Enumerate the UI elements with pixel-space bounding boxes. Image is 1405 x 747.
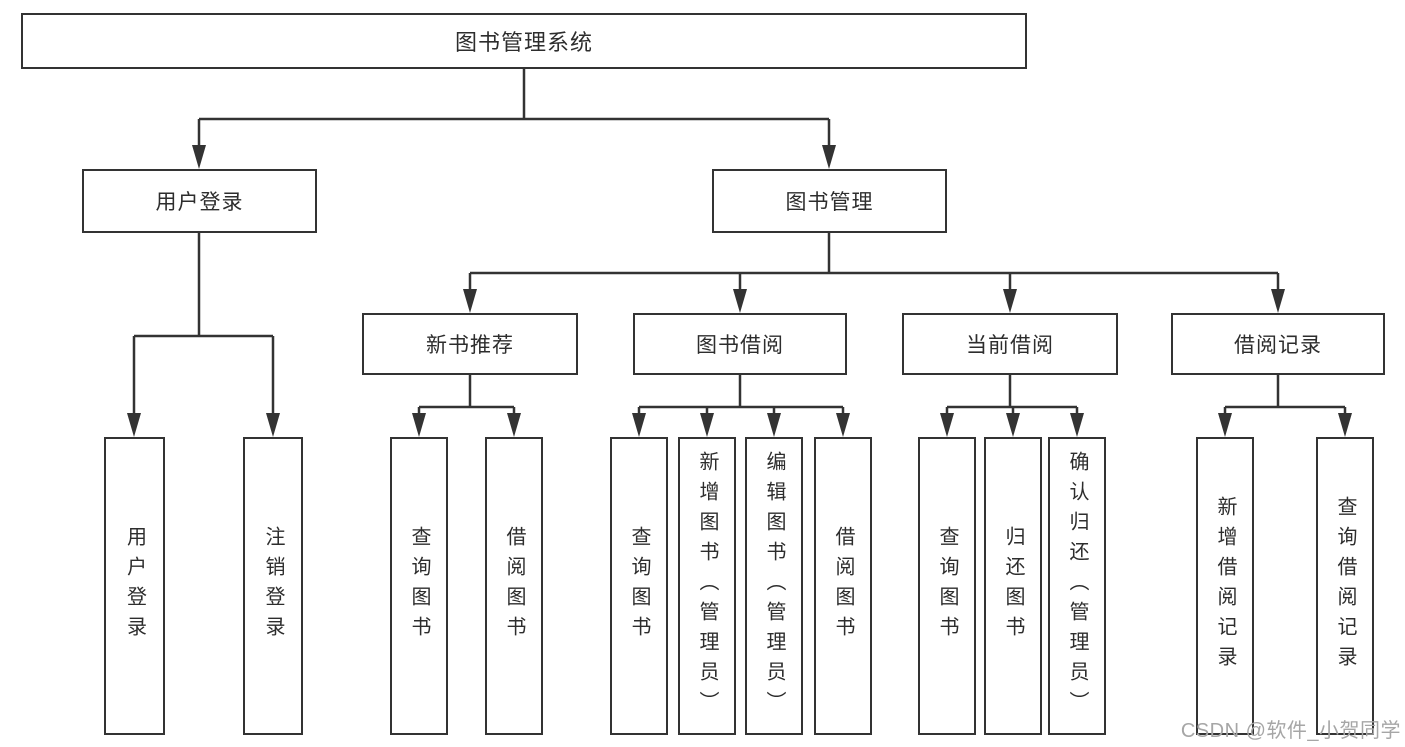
- node-leaf-query-book-current: 查询图书: [918, 437, 976, 735]
- node-user-login: 用户登录: [82, 169, 317, 233]
- node-new-book-recommend: 新书推荐: [362, 313, 578, 375]
- node-leaf-edit-book-admin: 编辑图书（管理员）: [745, 437, 803, 735]
- connector-book-borrow: [632, 375, 850, 437]
- connector-user-login: [127, 233, 280, 437]
- leaf-label: 查询图书: [628, 526, 650, 646]
- node-borrow-records: 借阅记录: [1171, 313, 1385, 375]
- connector-root: [192, 68, 836, 169]
- node-current-borrow: 当前借阅: [902, 313, 1118, 375]
- leaf-label: 查询图书: [936, 526, 958, 646]
- leaf-label: 编辑图书（管理员）: [763, 451, 785, 721]
- leaf-label: 查询借阅记录: [1334, 496, 1356, 676]
- leaf-label: 归还图书: [1002, 526, 1024, 646]
- node-leaf-logout: 注销登录: [243, 437, 303, 735]
- connector-new-book-recommend: [412, 375, 521, 437]
- node-leaf-query-book-borrow: 查询图书: [610, 437, 668, 735]
- node-leaf-query-borrow-record: 查询借阅记录: [1316, 437, 1374, 735]
- node-leaf-borrow-book-recommend: 借阅图书: [485, 437, 543, 735]
- node-root: 图书管理系统: [21, 13, 1027, 69]
- leaf-label: 借阅图书: [832, 526, 854, 646]
- node-leaf-add-borrow-record: 新增借阅记录: [1196, 437, 1254, 735]
- leaf-label: 用户登录: [123, 526, 146, 646]
- connector-current-borrow: [940, 375, 1084, 437]
- leaf-label: 查询图书: [408, 526, 430, 646]
- connector-borrow-records: [1218, 375, 1352, 437]
- node-leaf-query-book-recommend: 查询图书: [390, 437, 448, 735]
- connector-book-management: [463, 233, 1285, 313]
- node-book-borrow: 图书借阅: [633, 313, 847, 375]
- leaf-label: 新增借阅记录: [1214, 496, 1236, 676]
- node-leaf-confirm-return-admin: 确认归还（管理员）: [1048, 437, 1106, 735]
- node-book-management: 图书管理: [712, 169, 947, 233]
- node-leaf-user-login: 用户登录: [104, 437, 165, 735]
- leaf-label: 借阅图书: [503, 526, 525, 646]
- csdn-watermark: CSDN @软件_小贺同学: [1180, 720, 1401, 742]
- node-leaf-return-book: 归还图书: [984, 437, 1042, 735]
- leaf-label: 确认归还（管理员）: [1066, 451, 1088, 721]
- leaf-label: 注销登录: [262, 526, 284, 646]
- leaf-label: 新增图书（管理员）: [696, 451, 718, 721]
- node-leaf-borrow-book-borrow: 借阅图书: [814, 437, 872, 735]
- node-leaf-add-book-admin: 新增图书（管理员）: [678, 437, 736, 735]
